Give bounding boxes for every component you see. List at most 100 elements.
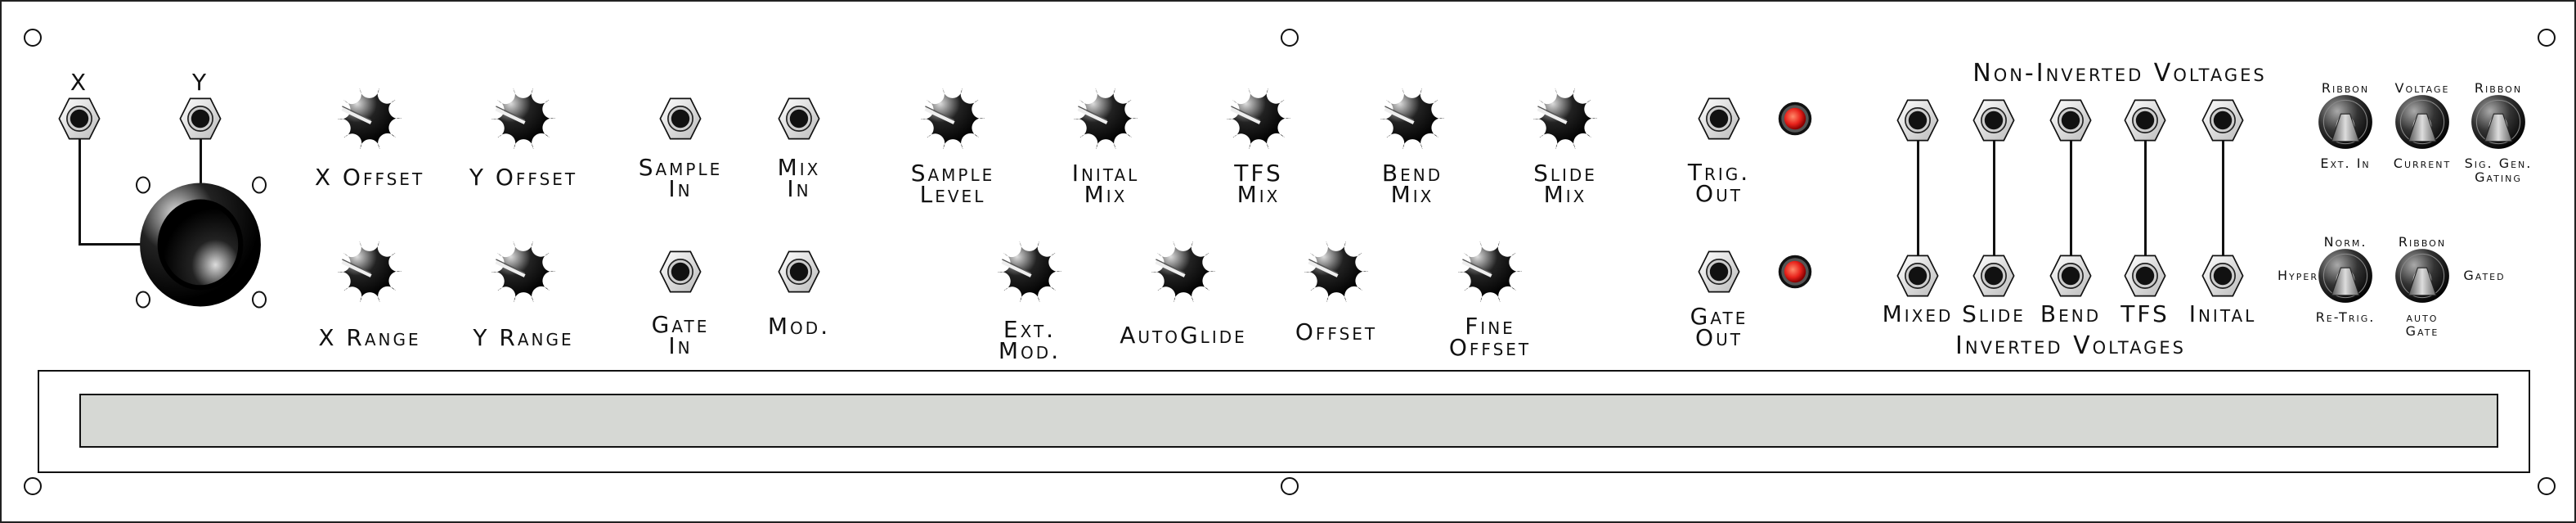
x-range-label-line: X Range [318, 324, 421, 351]
wire-line [79, 133, 81, 245]
x-offset-knob[interactable] [335, 84, 404, 153]
trig-out-label-line: Trig. [1687, 159, 1751, 186]
mounting-hole [136, 176, 150, 194]
gate-in-jack[interactable] [657, 249, 703, 295]
inverted-mixed-jack[interactable] [1895, 253, 1941, 299]
sample-in-jack[interactable] [657, 96, 703, 142]
inverted-inital-jack[interactable] [2200, 253, 2246, 299]
mounting-hole [136, 291, 150, 309]
inital-mix-label-line: Mix [1084, 181, 1128, 208]
y-output-jack[interactable] [177, 96, 223, 142]
non-inverted-slide-jack[interactable] [1971, 97, 2017, 143]
non-inverted-voltages-title: Non-Inverted Voltages [1972, 61, 2267, 86]
inverted-bend-jack[interactable] [2048, 253, 2094, 299]
switch-s3-top-label-line: Ribbon [2474, 80, 2523, 96]
mod-label-line: Mod. [767, 313, 831, 340]
inverted-tfs-jack[interactable] [2122, 253, 2168, 299]
bend-mix-knob[interactable] [1378, 84, 1447, 153]
gate-out-jack[interactable] [1696, 249, 1742, 295]
offset-label: Offset [1295, 321, 1377, 344]
slide-mix-label-line: Mix [1543, 181, 1587, 208]
switch-s5-bottom-label-line: Gate [2405, 323, 2439, 339]
switch-s4-top-label: Norm. [2324, 235, 2367, 249]
switch-s2-top-label: Voltage [2395, 81, 2450, 95]
x-offset-label: X Offset [315, 166, 424, 189]
mod-jack[interactable] [776, 249, 822, 295]
toggle-switch-s3[interactable] [2470, 93, 2527, 151]
mounting-hole [2538, 477, 2556, 495]
sample-in-label-line: Sample [638, 154, 723, 181]
y-offset-knob[interactable] [489, 84, 558, 153]
switch-s5-right-label-line: Gated [2463, 268, 2506, 283]
output-label-mixed-line: Mixed [1882, 300, 1954, 327]
mix-in-jack[interactable] [776, 96, 822, 142]
output-label-slide: Slide [1962, 300, 2026, 327]
gate-out-label-line: Gate [1690, 303, 1748, 330]
non-inverted-tfs-jack[interactable] [2122, 97, 2168, 143]
inital-mix-label-line: Inital [1071, 160, 1140, 187]
trig-out-label: Trig.Out [1687, 159, 1751, 205]
autoglide-knob[interactable] [1149, 237, 1218, 306]
fine-offset-label-line: Offset [1448, 334, 1532, 361]
wire-line [2144, 133, 2147, 264]
switch-s1-top-label-line: Ribbon [2321, 80, 2370, 96]
fine-offset-knob[interactable] [1456, 237, 1524, 306]
wire-line [2222, 133, 2224, 264]
inverted-slide-jack[interactable] [1971, 253, 2017, 299]
switch-s5-top-label: Ribbon [2399, 235, 2446, 249]
toggle-switch-s5[interactable] [2394, 247, 2451, 304]
inital-mix-knob[interactable] [1071, 84, 1140, 153]
mod-label: Mod. [767, 313, 831, 340]
led-indicator [1777, 101, 1813, 137]
ribbon-controller-strip[interactable] [79, 394, 2498, 448]
non-inverted-mixed-jack[interactable] [1895, 97, 1941, 143]
y-range-knob[interactable] [489, 237, 558, 306]
x-range-knob[interactable] [335, 237, 404, 306]
toggle-switch-s2[interactable] [2394, 93, 2451, 151]
led-indicator [1777, 254, 1813, 290]
sample-level-knob[interactable] [918, 84, 987, 153]
bend-mix-label-line: Bend [1381, 160, 1443, 187]
mix-in-label-line: Mix [777, 154, 821, 181]
x-output-jack[interactable] [56, 96, 102, 142]
wire-line [200, 133, 202, 183]
tfs-mix-knob[interactable] [1224, 84, 1293, 153]
ext-mod-label-line: Mod. [998, 337, 1061, 364]
gate-out-label-line: Out [1695, 324, 1743, 351]
output-label-mixed: Mixed [1882, 300, 1954, 327]
offset-knob[interactable] [1302, 237, 1371, 306]
switch-s1-top-label: Ribbon [2322, 81, 2369, 95]
switch-s3-top-label: Ribbon [2475, 81, 2522, 95]
output-label-bend-line: Bend [2040, 300, 2102, 327]
joystick[interactable] [137, 182, 263, 308]
autoglide-label: AutoGlide [1120, 324, 1247, 347]
bend-mix-label-line: Mix [1390, 181, 1434, 208]
switch-s2-bottom-label: Current [2394, 156, 2451, 170]
toggle-switch-s4[interactable] [2317, 247, 2374, 304]
mounting-hole [24, 29, 42, 47]
slide-mix-label-line: Slide [1533, 160, 1597, 187]
output-label-inital-line: Inital [2188, 300, 2257, 327]
output-label-slide-line: Slide [1962, 300, 2026, 327]
fine-offset-label-line: Fine [1465, 313, 1515, 340]
non-inverted-bend-jack[interactable] [2048, 97, 2094, 143]
y-range-label-line: Y Range [473, 324, 574, 351]
switch-s3-bottom-label: Sig. Gen.Gating [2465, 156, 2533, 184]
trig-out-jack[interactable] [1696, 96, 1742, 142]
wire-line [1993, 133, 1995, 264]
tfs-mix-label-line: TFS [1234, 160, 1283, 187]
non-inverted-inital-jack[interactable] [2200, 97, 2246, 143]
toggle-switch-s1[interactable] [2317, 93, 2374, 151]
slide-mix-knob[interactable] [1531, 84, 1600, 153]
switch-s4-top-label-line: Norm. [2323, 234, 2367, 250]
switch-s3-bottom-label-line: Gating [2475, 169, 2522, 185]
ext-mod-label: Ext.Mod. [998, 318, 1061, 364]
ext-mod-knob[interactable] [995, 237, 1064, 306]
